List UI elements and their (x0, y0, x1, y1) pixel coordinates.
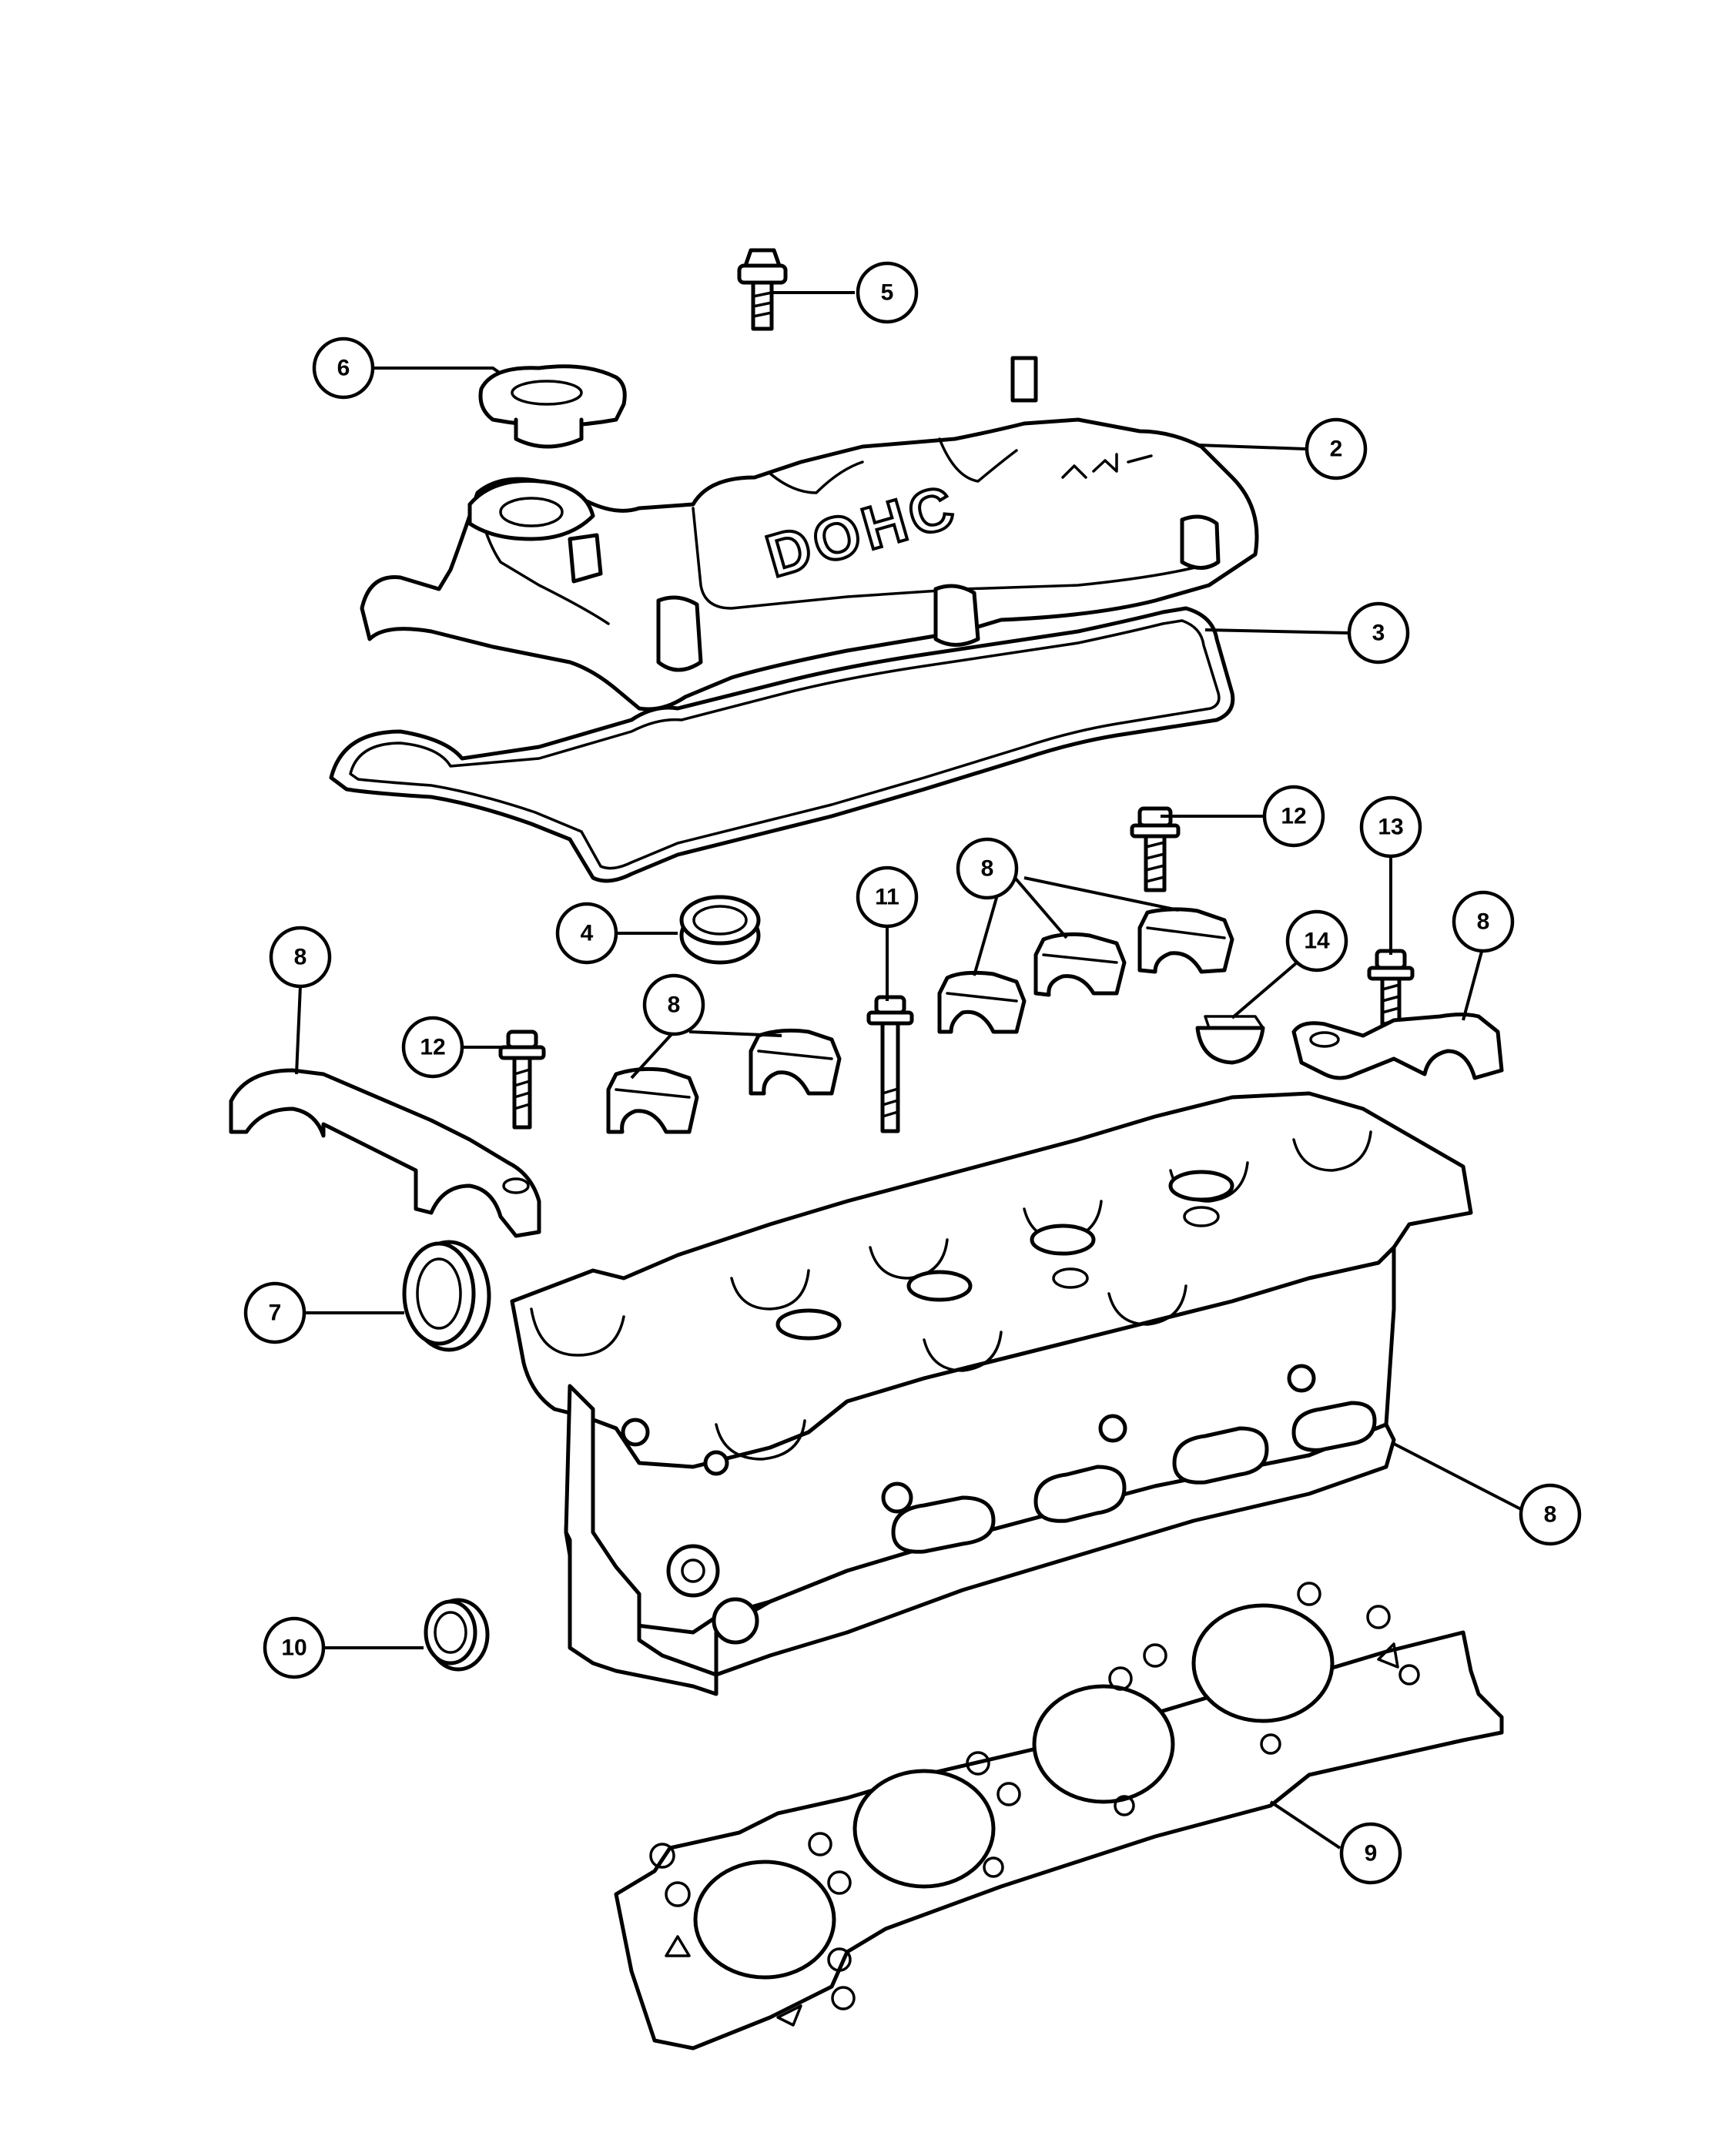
callout-4-label: 4 (581, 921, 594, 946)
callout-8-upper-caps: 8 (956, 837, 1019, 900)
part-7-seal (402, 1240, 491, 1352)
part-10-seal (424, 1598, 490, 1672)
callout-12-lower: 12 (401, 1016, 464, 1079)
callout-8-right-end-cap-label: 8 (1477, 909, 1490, 935)
part-14-half-moon-plug (1195, 1015, 1265, 1065)
callout-8-left-end-cap-label: 8 (294, 945, 307, 970)
callout-10: 10 (263, 1616, 326, 1679)
part-11-long-bolt (866, 995, 914, 1133)
callout-8-middle-caps: 8 (642, 973, 705, 1036)
callout-8-cylinder-head-label: 8 (1544, 1502, 1557, 1528)
callout-2-label: 2 (1330, 437, 1343, 462)
callout-10-label: 10 (281, 1635, 306, 1661)
part-3-cover-gasket (329, 606, 1235, 883)
callout-8-cylinder-head: 8 (1519, 1483, 1582, 1546)
callout-9-label: 9 (1365, 1841, 1378, 1866)
callout-7-label: 7 (269, 1301, 282, 1326)
callout-13-label: 13 (1378, 815, 1403, 840)
callout-8-left-end-cap: 8 (269, 926, 332, 989)
callout-12-upper: 12 (1262, 785, 1325, 848)
part-8-end-cap-left (229, 1068, 541, 1238)
part-6-oil-filler-cap (478, 364, 627, 449)
callout-6-label: 6 (337, 356, 350, 381)
callout-11-label: 11 (875, 885, 899, 910)
part-12-bolt-lower (498, 1029, 546, 1130)
part-8-bearing-cap-a (937, 970, 1027, 1034)
callout-3: 3 (1347, 601, 1410, 665)
callout-14: 14 (1285, 909, 1348, 973)
callout-7: 7 (243, 1281, 306, 1344)
part-5-cover-bolt (737, 248, 788, 331)
callout-12-upper-label: 12 (1281, 804, 1306, 829)
part-12-bolt-upper (1130, 806, 1181, 892)
callout-11: 11 (856, 865, 919, 929)
callout-3-label: 3 (1372, 621, 1385, 646)
part-8-bearing-cap-b (1033, 932, 1127, 997)
part-8-bearing-cap-e (749, 1028, 842, 1096)
part-8-cylinder-head (510, 1091, 1473, 1696)
leader-lines (295, 291, 1522, 1850)
callout-9: 9 (1339, 1822, 1402, 1885)
part-8-bearing-cap-d (606, 1066, 699, 1134)
callout-13: 13 (1359, 795, 1422, 859)
callout-14-label: 14 (1304, 929, 1330, 954)
part-4-seal (679, 895, 761, 965)
part-8-end-cap-right (1291, 1013, 1504, 1080)
callout-4: 4 (555, 902, 618, 965)
callout-8-upper-caps-label: 8 (981, 856, 994, 882)
callout-8-right-end-cap: 8 (1452, 890, 1515, 953)
callout-12-lower-label: 12 (420, 1035, 445, 1060)
callout-2: 2 (1305, 417, 1368, 480)
part-9-head-gasket (614, 1582, 1504, 2051)
callout-5: 5 (856, 261, 919, 324)
callout-5-label: 5 (881, 280, 894, 306)
part-2-valve-cover: DOHC (360, 356, 1259, 711)
callout-8-middle-caps-label: 8 (668, 993, 681, 1018)
part-8-bearing-cap-c (1137, 907, 1234, 974)
callout-6: 6 (312, 336, 375, 400)
